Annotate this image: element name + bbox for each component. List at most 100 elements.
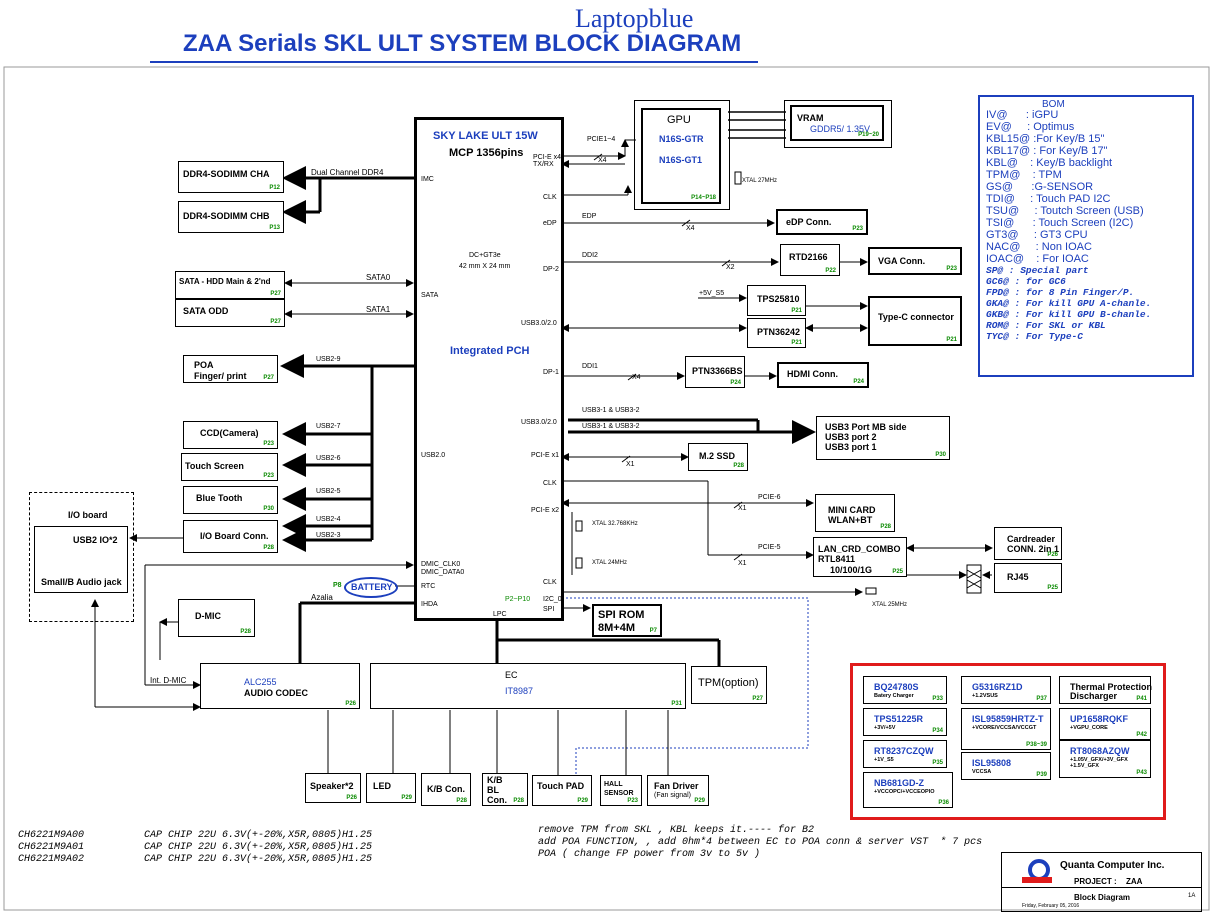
bom-item: KBL15@ :For Key/B 15"	[986, 133, 1105, 145]
io-board-conn: I/O Board Conn. P28	[183, 520, 278, 553]
kb-conn: K/B Con. P28	[421, 773, 471, 806]
sig-pcie6: PCIE-6	[758, 494, 781, 501]
ec-l2: IT8987	[505, 686, 534, 696]
notes-right: remove TPM from SKL , KBL keeps it.---- …	[538, 825, 982, 861]
pin-usb2: USB2.0	[421, 452, 446, 459]
sata-odd: SATA ODD P27	[175, 299, 285, 327]
sig-azalia: Azalia	[311, 593, 333, 602]
rj45: RJ45 P25	[994, 563, 1062, 593]
pin-txrx: TX/RX	[533, 161, 554, 168]
pin-spi: SPI	[543, 606, 555, 613]
power-ic-page: P41	[1136, 696, 1147, 702]
vga-page: P23	[946, 266, 957, 272]
kbbl-l3: Con.	[487, 795, 507, 805]
power-ic-rail: +1V_S5	[874, 757, 894, 763]
hall-l1: HALL	[604, 781, 623, 788]
edp-label: eDP Conn.	[786, 217, 832, 227]
sig-x1b: X1	[738, 505, 747, 512]
dmic-page: P28	[240, 629, 251, 635]
ioconn-page: P28	[263, 545, 274, 551]
gpu-outline	[634, 100, 730, 210]
power-ic-page: P37	[1036, 696, 1047, 702]
vram-type: GDDR5/ 1.35V	[810, 124, 871, 134]
project-name: ZAA	[1126, 877, 1143, 886]
bom-code: ROM@ : For SKL or KBL	[986, 320, 1106, 331]
sig-x4b: X4	[686, 225, 695, 232]
touch-label: Touch Screen	[185, 461, 244, 471]
pin-dmic-data: DMIC_DATA0	[421, 569, 465, 576]
bom-code: FPD@ : for 8 Pin Finger/P.	[986, 287, 1135, 298]
power-ic-page: P38~39	[1026, 742, 1047, 748]
sig-usb2-7: USB2-7	[316, 423, 341, 430]
ccd-page: P23	[263, 441, 274, 447]
title-block: Quanta Computer Inc. PROJECT : ZAA Block…	[1001, 852, 1202, 912]
touch-screen-block: Touch Screen P23	[181, 453, 278, 481]
io-board-frame: I/O board	[29, 492, 134, 622]
power-ic-page: P33	[932, 696, 943, 702]
poa-block: POA Finger/ print P27	[183, 355, 278, 383]
note-line: add POA FUNCTION, , add 0hm*4 between EC…	[538, 837, 983, 848]
sig-sata1: SATA1	[366, 305, 391, 314]
power-ic-page: P42	[1136, 732, 1147, 738]
bom-code: GC6@ : for GC6	[986, 276, 1066, 287]
pin-clk3: CLK	[543, 579, 557, 586]
power-ic-page: P36	[938, 800, 949, 806]
power-ic-page: P35	[932, 760, 943, 766]
power-ic-rail: +VCCOPC/+VCCEOPIO	[874, 789, 935, 795]
spirom-page: P7	[649, 628, 657, 634]
ddr-b-label: DDR4-SODIMM CHB	[183, 211, 270, 221]
tpm-block: TPM(option) P27	[691, 666, 767, 704]
mini-l2: WLAN+BT	[828, 515, 873, 525]
watermark: Laptopblue	[575, 4, 694, 33]
project-label: PROJECT :	[1074, 877, 1117, 886]
edp-page: P23	[852, 226, 863, 232]
sig-usb2-4: USB2-4	[316, 516, 341, 523]
lan-xtal: XTAL 25MHz	[872, 602, 908, 608]
sig-edp: EDP	[582, 213, 597, 220]
m2-page: P28	[733, 463, 744, 469]
usb3-l3: USB3 port 1	[825, 442, 877, 452]
hall-l2: SENSOR	[604, 790, 634, 797]
sig-xtal32: XTAL 32.768KHz	[592, 521, 638, 527]
power-ic-rail: +3V/+5V	[874, 725, 896, 731]
bom-item: KBL@ : Key/B backlight	[986, 157, 1113, 169]
power-ic-name: G5316RZ1D	[972, 682, 1023, 692]
power-ic-name: TPS51225R	[874, 714, 924, 724]
ioconn-label: I/O Board Conn.	[200, 531, 269, 541]
notes-left: CH6221M9A00 CAP CHIP 22U 6.3V(+-20%,X5R,…	[18, 830, 372, 866]
power-ic-rail: +1.05V_GFX/+3V_GFX +1.5V_GFX	[1070, 757, 1128, 769]
spi-rom: SPI ROM 8M+4M P7	[592, 604, 662, 637]
alc-l1: ALC255	[244, 677, 277, 687]
typec-conn: Type-C connector P21	[868, 296, 962, 346]
poa-page: P27	[263, 375, 274, 381]
gpu-title: GPU	[667, 114, 691, 126]
bom-item: TPM@ : TPM	[986, 169, 1062, 181]
led-label: LED	[373, 781, 391, 791]
power-ic-name: BQ24780S	[874, 682, 919, 692]
bom-item: IV@ : iGPU	[986, 109, 1059, 121]
spirom-l1: SPI ROM	[598, 609, 645, 621]
kbbl-page: P28	[513, 798, 524, 804]
tps-page: P21	[791, 308, 802, 314]
io-usb: USB2 IO*2	[73, 535, 118, 545]
rtd2166: RTD2166 P22	[780, 244, 840, 276]
ccd-block: CCD(Camera) P23	[183, 421, 278, 449]
bom-item: TSI@ : Touch Screen (I2C)	[986, 217, 1134, 229]
audio-codec: ALC255 AUDIO CODEC P26	[200, 663, 360, 709]
usb3-ports: USB3 Port MB side USB3 port 2 USB3 port …	[816, 416, 950, 460]
bom-code: SP@ : Special part	[986, 265, 1089, 276]
sig-x4a: X4	[598, 157, 607, 164]
bom-item: GT3@ : GT3 CPU	[986, 229, 1088, 241]
note-line: CH6221M9A01 CAP CHIP 22U 6.3V(+-20%,X5R,…	[18, 842, 373, 853]
power-ic-name: NB681GD-Z	[874, 778, 925, 788]
ddr-b-page: P13	[269, 225, 280, 231]
ptn36-page: P21	[791, 340, 802, 346]
